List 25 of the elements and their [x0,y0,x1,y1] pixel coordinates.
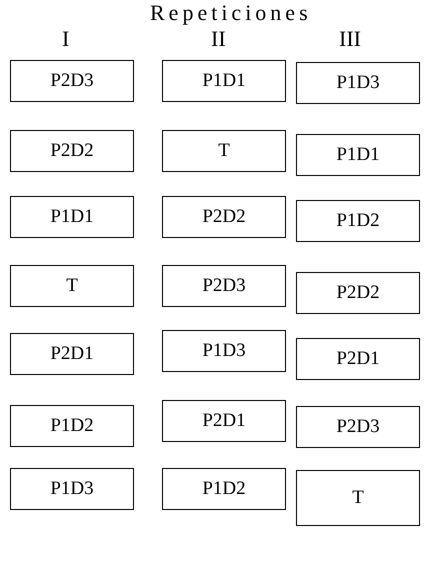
treatment-box: P2D2 [296,272,420,314]
table-title: Repeticiones [150,0,312,26]
treatment-box: P1D2 [162,468,286,510]
treatment-box: P2D1 [296,338,420,380]
treatment-box: T [296,470,420,526]
treatment-box: P2D3 [296,406,420,448]
treatment-box: P1D3 [162,330,286,372]
column-heading: II [211,26,226,52]
treatment-box: P2D2 [162,196,286,238]
treatment-box: P1D1 [162,60,286,102]
treatment-box: T [10,265,134,307]
treatment-box: P2D1 [10,333,134,375]
treatment-box: P1D2 [296,200,420,242]
column-heading: I [62,26,70,52]
treatment-box: P1D3 [10,468,134,510]
treatment-box: P2D3 [162,265,286,307]
treatment-box: P1D1 [296,134,420,176]
treatment-box: P2D2 [10,130,134,172]
treatment-box: P1D3 [296,62,420,104]
treatment-box: P2D1 [162,400,286,442]
treatment-box: T [162,130,286,172]
treatment-box: P2D3 [10,60,134,102]
column-heading: III [339,26,361,52]
treatment-box: P1D2 [10,405,134,447]
treatment-box: P1D1 [10,196,134,238]
